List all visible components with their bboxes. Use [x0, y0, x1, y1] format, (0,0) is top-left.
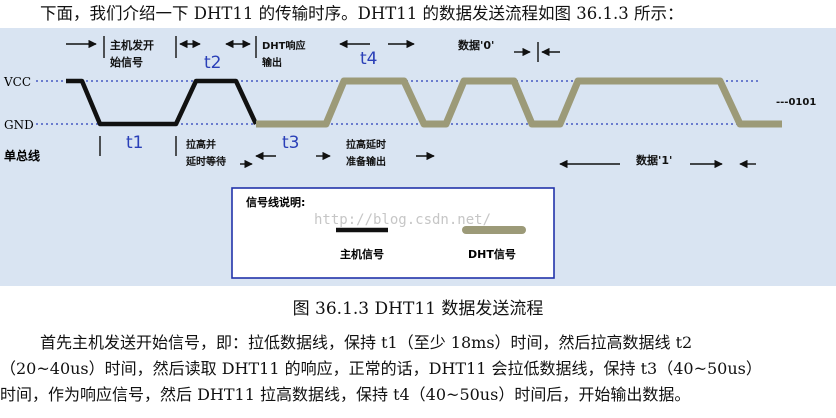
description-paragraph: 首先主机发送开始信号，即：拉低数据线，保持 t1（至少 18ms）时间，然后拉高…: [0, 330, 836, 408]
host-start-label-2: 始信号: [110, 55, 143, 69]
legend-dht-label: DHT信号: [468, 247, 516, 261]
gnd-label: GND: [4, 118, 34, 132]
vcc-label: VCC: [3, 75, 31, 89]
guide-lines: [36, 80, 760, 125]
t3-label: t3: [282, 133, 299, 153]
top-time-arrows: [66, 39, 560, 57]
t4-label: t4: [360, 49, 377, 69]
host-start-label-1: 主机发开: [110, 38, 154, 52]
data0-label: 数据'0': [458, 38, 494, 52]
t2-label: t2: [204, 53, 221, 73]
top-ticks: [103, 36, 539, 62]
pullup-delay-label-2: 延时等待: [185, 155, 226, 168]
timing-diagram: VCC GND 单总线: [0, 28, 836, 286]
figure-caption: 图 36.1.3 DHT11 数据发送流程: [292, 299, 544, 319]
paragraph-line-3: 时间，作为响应信号，然后 DHT11 拉高数据线，保持 t4（40~50us）时…: [0, 385, 691, 404]
timing-diagram-svg: VCC GND 单总线: [3, 36, 816, 279]
dht-signal-wave: [256, 77, 782, 128]
bits-label: ---0101: [776, 97, 816, 108]
pullup-ready-label-2: 准备输出: [346, 155, 386, 168]
t1-label: t1: [126, 133, 143, 153]
legend-title: 信号线说明:: [246, 195, 305, 209]
host-signal-wave: [66, 78, 259, 127]
legend-host-label: 主机信号: [340, 247, 384, 261]
pullup-ready-label-1: 拉高延时: [346, 138, 386, 151]
data1-label: 数据'1': [636, 153, 672, 167]
pullup-delay-label-1: 拉高并: [186, 138, 216, 151]
dht-response-label-1: DHT响应: [262, 39, 306, 52]
bottom-time-arrows: [99, 136, 756, 169]
legend-box: 信号线说明: http://blog.csdn.net/ 主机信号 DHT信号: [231, 187, 555, 279]
dht-response-label-2: 输出: [262, 56, 282, 69]
paragraph-line-1: 首先主机发送开始信号，即：拉低数据线，保持 t1（至少 18ms）时间，然后拉高…: [40, 333, 693, 352]
intro-text: 下面，我们介绍一下 DHT11 的传输时序。DHT11 的数据发送流程如图 36…: [40, 4, 684, 23]
paragraph-line-2: （20~40us）时间，然后读取 DHT11 的响应，正常的话，DHT11 会拉…: [0, 359, 762, 378]
bus-label: 单总线: [4, 148, 40, 163]
watermark: http://blog.csdn.net/: [314, 212, 491, 228]
